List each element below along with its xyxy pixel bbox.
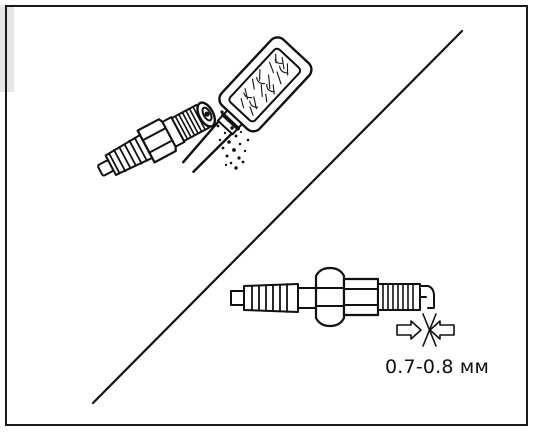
debris-particles <box>216 110 250 170</box>
illustration-frame <box>5 5 528 426</box>
gap-measurement-arrows <box>396 313 455 347</box>
wire-brush-icon <box>182 36 313 173</box>
spark-plug-upper-icon <box>97 101 217 177</box>
page-edge-tab <box>0 5 14 92</box>
spark-plug-lower-icon <box>230 266 435 328</box>
diagonal-divider <box>91 29 464 405</box>
gap-value-label: 0.7-0.8 мм <box>385 356 489 378</box>
